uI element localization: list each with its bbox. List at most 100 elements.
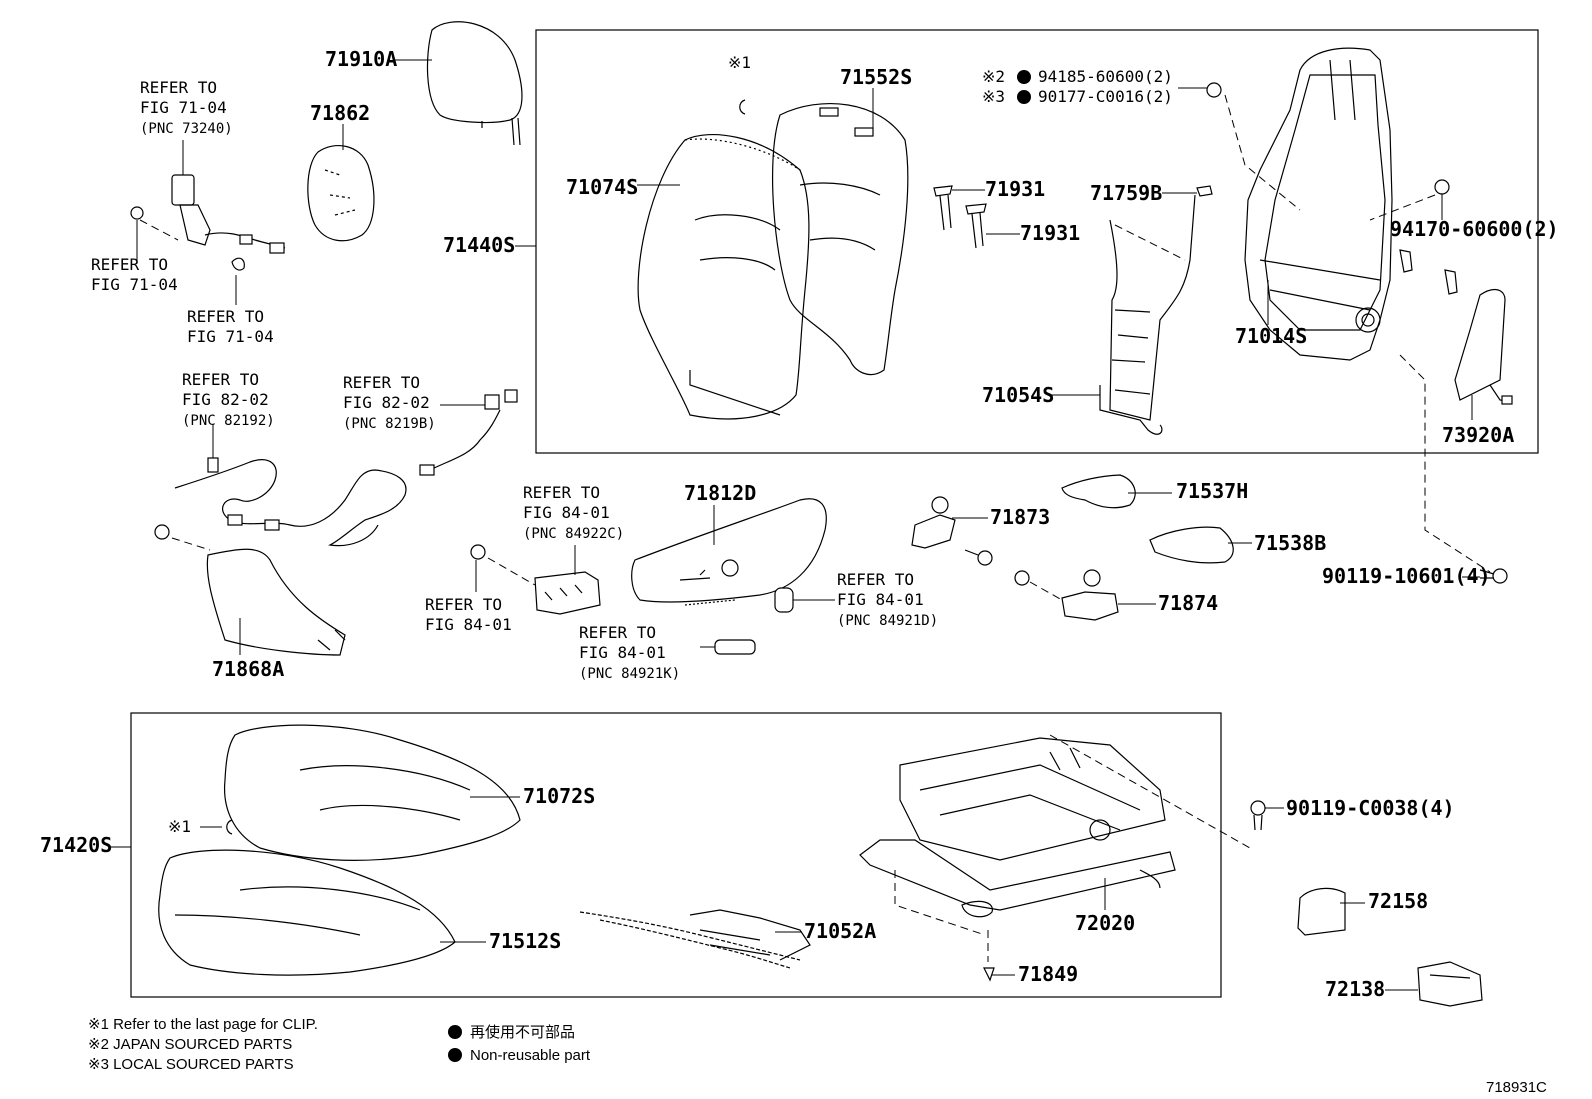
part-label-72138: 72138 — [1325, 977, 1385, 1001]
dash-94170 — [1369, 194, 1436, 221]
refer-block-2-line-0: REFER TO — [187, 307, 264, 326]
cushion-pad-71512S-drawing — [158, 849, 456, 976]
part-label-90119-C0038: 90119-C0038(4) — [1286, 796, 1455, 820]
part-label-71052A: 71052A — [804, 919, 876, 943]
part-label-71014S: 71014S — [1235, 324, 1307, 348]
refer-block-5-line-2: (PNC 84922C) — [523, 526, 624, 542]
part-label-72158: 72158 — [1368, 889, 1428, 913]
cover-71538B-drawing — [1149, 526, 1234, 564]
part-label-71072S: 71072S — [523, 784, 595, 808]
bracket-small-b — [1444, 269, 1458, 295]
refer-block-5-line-0: REFER TO — [523, 483, 600, 502]
legend-en: Non-reusable part — [470, 1047, 591, 1064]
refer-block-0-line-1: FIG 71-04 — [140, 98, 227, 117]
part-label-71862: 71862 — [310, 101, 370, 125]
pad-71862-drawing — [307, 144, 375, 242]
dash-90119-10601 — [1399, 354, 1491, 573]
bolt-71873-icon — [964, 549, 993, 566]
part-label-71812D: 71812D — [684, 481, 756, 505]
part-label-71868A: 71868A — [212, 657, 284, 681]
cushion-spring-71052A-drawing — [579, 909, 811, 969]
footnote-local: ※3 LOCAL SOURCED PARTS — [88, 1056, 294, 1073]
dash-71759B — [1114, 224, 1186, 261]
cushion-group-box — [130, 712, 1222, 998]
part-label-73920A: 73920A — [1442, 423, 1514, 447]
bolt-71874-icon — [1014, 570, 1030, 586]
legend-dot-icon — [448, 1025, 462, 1039]
knob-84921K-drawing — [714, 639, 756, 655]
headrest-drawing — [426, 21, 523, 146]
refer-block-1-line-0: REFER TO — [91, 255, 168, 274]
legend-dot-icon-2 — [448, 1048, 462, 1062]
part-label-71538B: 71538B — [1254, 531, 1326, 555]
bolt-84922C-icon — [470, 544, 486, 560]
diagram-id: 718931C — [1486, 1079, 1547, 1096]
bracket-small-a — [1399, 249, 1413, 273]
refer-block-6-line-0: REFER TO — [425, 595, 502, 614]
refer-block-8-line-0: REFER TO — [579, 623, 656, 642]
part-label-71552S: 71552S — [840, 65, 912, 89]
clip-mark-bottom — [226, 819, 233, 835]
seatback-group-box — [535, 29, 1539, 454]
part-number-labels: 71910A7186271552S71074S71440S71931719317… — [40, 47, 1559, 1001]
refer-block-3-line-0: REFER TO — [182, 370, 259, 389]
part-label-71874: 71874 — [1158, 591, 1218, 615]
dash-72020-bolt — [894, 734, 1251, 936]
seatback-cover-71074S-drawing — [637, 134, 810, 420]
footnote-japan: ※2 JAPAN SOURCED PARTS — [88, 1036, 292, 1053]
bracket-72138-drawing — [1417, 961, 1483, 1007]
side-cover-71812D-drawing — [631, 498, 827, 606]
bracket-71873-drawing — [911, 496, 956, 549]
clip-71849-icon — [983, 967, 995, 982]
seatback-pad-71552S-drawing — [771, 102, 909, 375]
bracket-71874-drawing — [1061, 569, 1119, 621]
seatbelt-buckle-drawing — [130, 174, 286, 271]
cushion-cover-71072S-drawing — [223, 724, 521, 861]
refer-block-7-line-0: REFER TO — [837, 570, 914, 589]
part-label-71759B: 71759B — [1090, 181, 1162, 205]
lumbar-71054S-drawing — [1099, 185, 1213, 435]
side-airbag-73920A-drawing — [1454, 288, 1513, 405]
part-label-71440S: 71440S — [443, 233, 515, 257]
part-label-90119-10601: 90119-10601(4) — [1322, 564, 1491, 588]
part-label-71512S: 71512S — [489, 929, 561, 953]
part-label-71537H: 71537H — [1176, 479, 1248, 503]
side-shield-71868A-drawing — [206, 548, 346, 656]
nut-94170-icon — [1434, 179, 1450, 195]
refer-block-3-line-2: (PNC 82192) — [182, 413, 275, 429]
part-label-71849: 71849 — [1018, 962, 1078, 986]
bolt-90119-10601-icon — [1479, 568, 1508, 584]
part-label-71873: 71873 — [990, 505, 1050, 529]
cover-71537H-drawing — [1061, 474, 1136, 509]
part-label-71910A: 71910A — [325, 47, 397, 71]
refer-block-6-line-1: FIG 84-01 — [425, 615, 512, 634]
refer-block-3-line-1: FIG 82-02 — [182, 390, 269, 409]
refer-block-8-line-2: (PNC 84921K) — [579, 666, 680, 682]
fastener-90177: ※3 90177-C0016(2) — [982, 87, 1173, 106]
clip-mark-top-label: ※1 — [728, 53, 751, 72]
refer-block-1-line-1: FIG 71-04 — [91, 275, 178, 294]
refer-block-0-line-2: (PNC 73240) — [140, 121, 233, 137]
bolt-90119-C0038-icon — [1250, 800, 1266, 831]
dash-84922C-bolt — [487, 557, 536, 586]
knob-84921D-drawing — [774, 587, 794, 613]
refer-block-2-line-1: FIG 71-04 — [187, 327, 274, 346]
refer-block-0-line-0: REFER TO — [140, 78, 217, 97]
nut-94185-icon — [1206, 82, 1222, 98]
cover-72158-drawing — [1297, 887, 1346, 936]
headrest-guide-71931-drawing — [933, 185, 987, 249]
dash-71868A-bolt — [171, 537, 211, 551]
clip-mark-top — [739, 99, 746, 115]
refer-block-8-line-1: FIG 84-01 — [579, 643, 666, 662]
seatback-frame-71014S-drawing — [1244, 47, 1393, 361]
part-label-94170: 94170-60600(2) — [1390, 217, 1559, 241]
svg-text:90177-C0016(2): 90177-C0016(2) — [1038, 87, 1173, 106]
footnote-clip: ※1 Refer to the last page for CLIP. — [88, 1016, 318, 1033]
